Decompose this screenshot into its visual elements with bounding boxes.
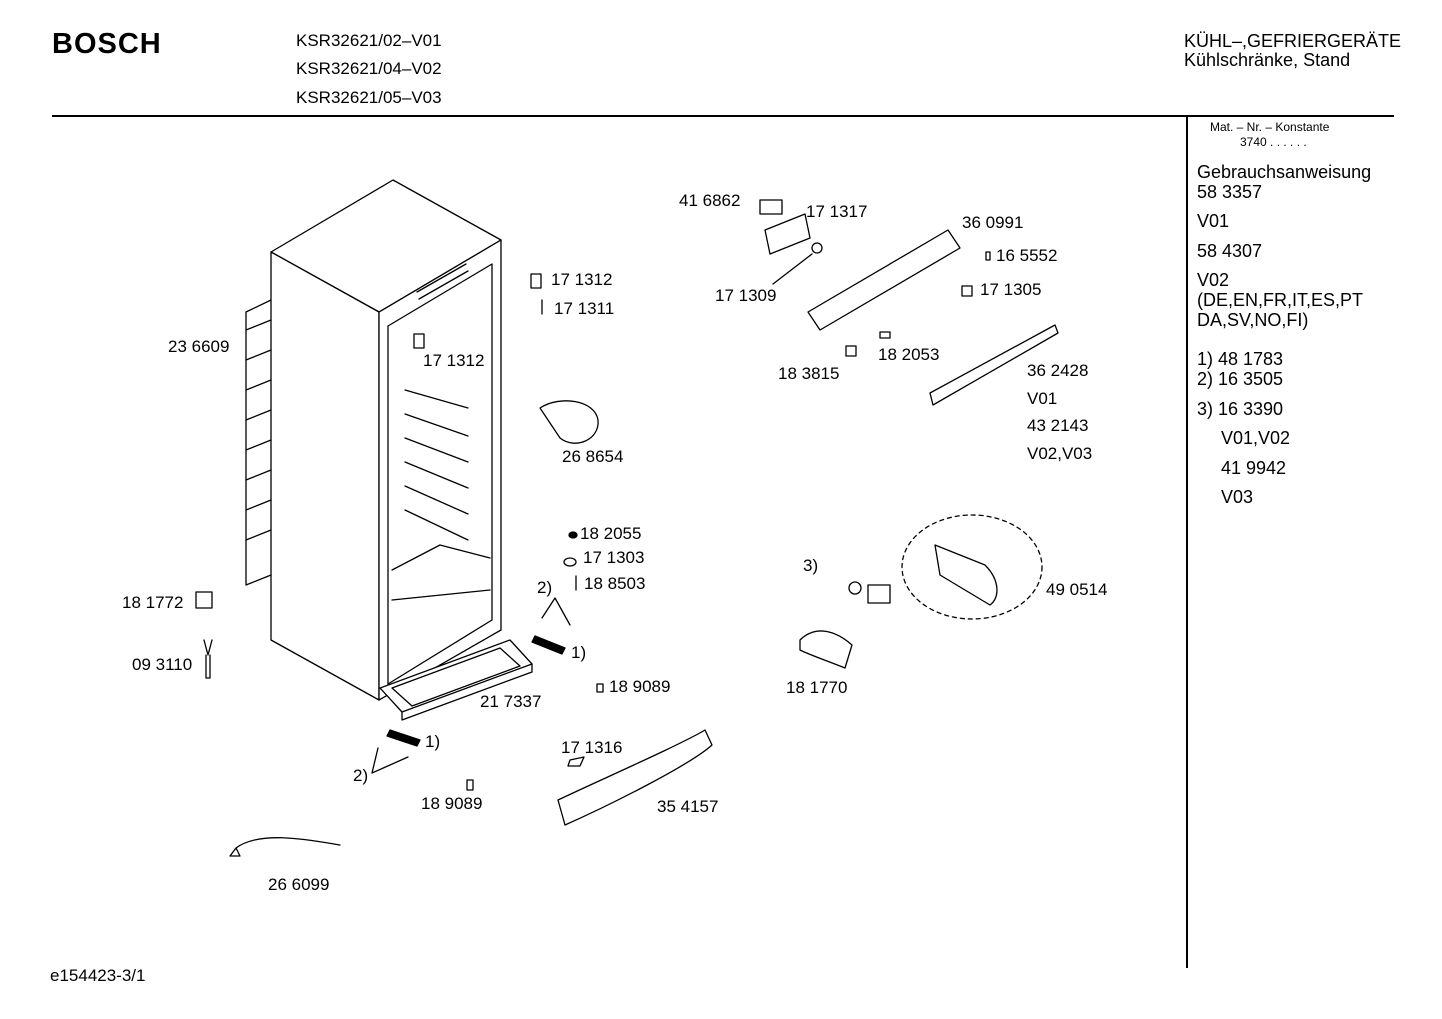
- part-label: 49 0514: [1046, 580, 1108, 599]
- fridge-cabinet: [270, 179, 502, 701]
- screw-pointer-icon: [371, 747, 409, 774]
- brand-logo: BOSCH: [52, 28, 162, 60]
- lamp-cover-icon: [934, 544, 998, 606]
- category-title: KÜHL–,GEFRIERGERÄTE: [1184, 31, 1402, 51]
- part-label: 18 9089: [421, 794, 483, 813]
- part-label: 17 1317: [806, 202, 868, 221]
- mat-nr-label: Mat. – Nr. – Konstante: [1210, 120, 1330, 134]
- detail-circle: [901, 514, 1043, 620]
- part-label: 26 8654: [562, 447, 624, 466]
- model-number-1: KSR32621/02–V01: [296, 31, 442, 50]
- drawing-code: e154423-3/1: [50, 966, 146, 985]
- power-cord-icon: [229, 837, 341, 857]
- control-panel-icon: [807, 229, 961, 331]
- part-label: 17 1311: [554, 299, 615, 318]
- part-label: 17 1309: [715, 286, 777, 305]
- part-label: 35 4157: [657, 797, 719, 816]
- fan-housing-icon: [539, 400, 599, 444]
- header-divider: [52, 115, 1394, 117]
- part-label: 17 1316: [561, 738, 623, 757]
- mat-nr-value: 3740 . . . . . .: [1240, 135, 1307, 149]
- hinge-icon: [530, 273, 542, 289]
- part-label: 09 3110: [132, 655, 193, 674]
- part-icon: [567, 756, 585, 767]
- part-label: 36 2428: [1027, 361, 1089, 380]
- screw-icon: [985, 251, 991, 261]
- sidebar-line: 1) 48 1783: [1197, 349, 1284, 369]
- sidebar-line: (DE,EN,FR,IT,ES,PT: [1197, 290, 1364, 310]
- model-number-2: KSR32621/04–V02: [296, 59, 442, 78]
- part-label: 17 1305: [980, 280, 1042, 299]
- screw-pointer-icon: [541, 597, 571, 626]
- part-label: 23 6609: [168, 337, 230, 356]
- part-label: 21 7337: [480, 692, 542, 711]
- part-label: 18 9089: [609, 677, 671, 696]
- hinge-icon: [413, 333, 425, 349]
- sidebar-line: 58 4307: [1197, 241, 1263, 261]
- bracket-icon: [531, 635, 566, 655]
- lamp-holder-icon: [867, 584, 891, 604]
- sensor-icon: [203, 639, 213, 679]
- terminal-box-icon: [195, 591, 213, 609]
- part-icon: [879, 331, 891, 339]
- part-label: V01: [1027, 389, 1058, 408]
- lamp-grill-icon: [799, 630, 853, 669]
- knob-icon: [811, 242, 823, 254]
- part-label: 1): [425, 732, 441, 751]
- sidebar-divider: [1186, 116, 1188, 968]
- part-label: 2): [537, 578, 553, 597]
- thermostat-icon: [764, 213, 811, 255]
- category-subtitle: Kühlschränke, Stand: [1184, 50, 1351, 70]
- sidebar-line: Gebrauchsanweisung: [1197, 162, 1372, 182]
- part-label: 17 1312: [551, 270, 613, 289]
- shaft-icon: [772, 253, 813, 285]
- part-label: 36 0991: [962, 213, 1024, 232]
- trim-strip-icon: [929, 324, 1059, 406]
- model-number-3: KSR32621/05–V03: [296, 88, 442, 107]
- sidebar-line: DA,SV,NO,FI): [1197, 310, 1309, 330]
- part-label: 1): [571, 643, 587, 662]
- screw-icon: [596, 683, 604, 693]
- sidebar-line: 41 9942: [1221, 458, 1287, 478]
- part-label: 26 6099: [268, 875, 330, 894]
- part-label: 18 8503: [584, 574, 646, 593]
- part-label: V02,V03: [1027, 444, 1093, 463]
- sidebar-line: V01: [1197, 211, 1230, 231]
- part-icon: [563, 557, 577, 567]
- part-label: 43 2143: [1027, 416, 1089, 435]
- condenser-coil: [245, 299, 272, 586]
- sidebar-line: V02: [1197, 270, 1230, 290]
- part-label: 18 1770: [786, 678, 848, 697]
- door-shelf-icon: [557, 729, 713, 826]
- part-label: 17 1303: [583, 548, 645, 567]
- part-label: 3): [803, 556, 819, 575]
- sidebar-line: 2) 16 3505: [1197, 369, 1284, 389]
- sidebar-line: V03: [1221, 487, 1254, 507]
- part-label: 18 2055: [580, 524, 642, 543]
- part-label: 18 1772: [122, 593, 184, 612]
- part-icon: [759, 199, 783, 215]
- part-icon: [961, 285, 973, 297]
- sidebar-line: 58 3357: [1197, 182, 1263, 202]
- sidebar-line: V01,V02: [1221, 428, 1291, 448]
- part-label: 41 6862: [679, 191, 741, 210]
- part-label: 17 1312: [423, 351, 485, 370]
- part-icon: [568, 531, 578, 539]
- base-tray: [379, 639, 533, 721]
- part-label: 2): [353, 766, 369, 785]
- sidebar-line: 3) 16 3390: [1197, 399, 1284, 419]
- part-icon: [845, 345, 857, 357]
- part-label: 16 5552: [996, 246, 1058, 265]
- lamp-socket-icon: [848, 581, 862, 595]
- bracket-icon: [386, 729, 421, 747]
- part-label: 18 3815: [778, 364, 840, 383]
- part-label: 18 2053: [878, 345, 940, 364]
- screw-icon: [466, 779, 474, 791]
